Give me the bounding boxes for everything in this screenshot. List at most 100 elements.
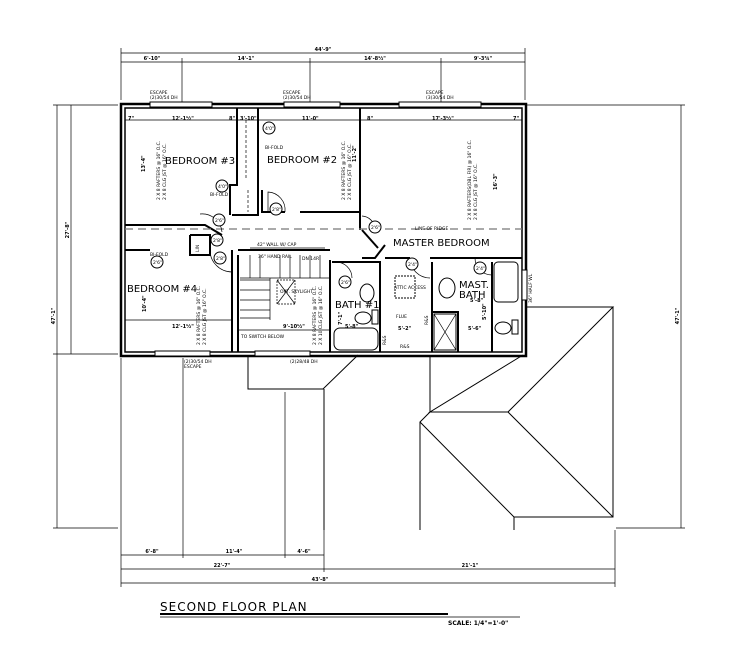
dim-bottom-mid-1: 22'-7": [214, 563, 231, 569]
tub-master-bath: [493, 261, 519, 303]
lower-roof-outline: [247, 306, 615, 530]
room-label-bedroom-4: BEDROOM #4: [127, 284, 197, 295]
dim-mbath-b: 5'-6": [468, 326, 482, 332]
toilet-bath1: [354, 311, 372, 325]
dim-stair-width: 9'-10½": [283, 323, 305, 330]
svg-text:2 X 8 RAFTERS @ 16" O.C.: 2 X 8 RAFTERS @ 16" O.C.: [196, 286, 202, 345]
svg-text:2 X 8 CLG JST @ 16" O.C.: 2 X 8 CLG JST @ 16" O.C.: [347, 143, 353, 200]
room-label-mast-bath-2: BATH: [459, 290, 486, 301]
svg-text:OPT. SKYLIGHT: OPT. SKYLIGHT: [280, 289, 313, 295]
svg-text:2'8": 2'8": [272, 207, 281, 213]
svg-text:2 X 8 RAFTERS @ 16" O.C.: 2 X 8 RAFTERS @ 16" O.C.: [156, 141, 162, 200]
room-label-bedroom-2: BEDROOM #2: [267, 155, 337, 166]
dim-attic-w: 5'-2": [398, 326, 412, 332]
dim-mb-width: 17'-3½": [432, 115, 454, 122]
svg-text:36" HALF WL: 36" HALF WL: [528, 273, 534, 303]
svg-text:ESCAPE: ESCAPE: [150, 90, 168, 96]
dim-bath1-b: 7'-1": [338, 311, 344, 325]
shower: [433, 313, 457, 351]
attic-access-hatch: [394, 275, 416, 299]
dim-bottom-overall: 43'-8": [312, 577, 329, 583]
dim-b3-left: 7": [128, 116, 134, 122]
windows: [149, 101, 528, 357]
svg-text:2 X 8 CLG JST @ 16" O.C.: 2 X 8 CLG JST @ 16" O.C.: [162, 143, 168, 200]
svg-text:(3)30/54 DH: (3)30/54 DH: [426, 95, 454, 101]
svg-text:R&S: R&S: [400, 344, 410, 350]
svg-text:(2)28/48 DH: (2)28/48 DH: [290, 359, 318, 365]
svg-text:BI-FOLD: BI-FOLD: [210, 192, 229, 198]
svg-text:2'4": 2'4": [476, 266, 485, 272]
svg-text:2'8": 2'8": [213, 238, 222, 244]
room-label-bath-1: BATH #1: [335, 300, 379, 311]
svg-text:4'0": 4'0": [265, 126, 274, 132]
drawing-scale: SCALE: 1/4"=1'-0": [448, 620, 508, 627]
room-label-master-bedroom: MASTER BEDROOM: [393, 238, 490, 249]
svg-text:BI-FOLD: BI-FOLD: [150, 252, 169, 258]
dim-bottom-1: 6'-8": [145, 549, 159, 555]
annotations: ESCAPE (2)30/54 DH ESCAPE (2)30/54 DH ES…: [150, 90, 534, 370]
svg-text:ESCAPE: ESCAPE: [184, 364, 202, 370]
dim-top-overall: 44'-9": [315, 47, 332, 53]
dim-bath1-a: 5'-8": [345, 324, 359, 330]
dim-b4-width: 12'-1½": [172, 323, 194, 330]
svg-text:42" WALL W/ CAP: 42" WALL W/ CAP: [257, 242, 297, 248]
dim-b3-width: 12'-1½": [172, 115, 194, 122]
dim-top-2: 14'-1": [238, 56, 255, 62]
dim-bottom-3: 4'-6": [297, 549, 311, 555]
svg-text:(2)30/54 DH: (2)30/54 DH: [184, 359, 212, 365]
svg-text:R&S: R&S: [424, 315, 430, 325]
stairs: [240, 255, 330, 320]
dim-b3-right: 8": [229, 116, 235, 122]
svg-text:2'4": 2'4": [408, 262, 417, 268]
room-label-mast-bath-1: MAST.: [459, 280, 489, 291]
svg-text:2'8": 2'8": [216, 256, 225, 262]
wall-details: [125, 119, 522, 331]
svg-text:36" HAND RAIL: 36" HAND RAIL: [258, 254, 292, 260]
door-tags: 4'0" 4'0" 2'8" 2'6" 2'6" 2'8" 2'8" 2'6" …: [150, 121, 487, 289]
svg-text:ESCAPE: ESCAPE: [283, 90, 301, 96]
svg-text:2'6": 2'6": [153, 260, 162, 266]
svg-text:2 X 8 RAFTERS @ 16" O.C.: 2 X 8 RAFTERS @ 16" O.C.: [312, 286, 318, 345]
sink-master-bath: [438, 277, 456, 299]
dim-top-3: 14'-8½": [364, 55, 386, 62]
plumbing-fixtures: [333, 261, 519, 351]
svg-text:2 X 8 RAFTERS @ 16" O.C.: 2 X 8 RAFTERS @ 16" O.C.: [341, 141, 347, 200]
svg-text:BI-FOLD: BI-FOLD: [265, 145, 284, 151]
drawing-title: SECOND FLOOR PLAN: [160, 600, 308, 614]
dim-b2-width: 11'-0": [302, 116, 319, 122]
dim-b3-depth: 13'-4": [141, 155, 147, 172]
svg-text:ESCAPE: ESCAPE: [426, 90, 444, 96]
interior-walls: [125, 108, 522, 352]
room-label-bedroom-3: BEDROOM #3: [165, 156, 235, 167]
svg-text:DN 14R: DN 14R: [302, 256, 319, 262]
svg-text:2'6": 2'6": [341, 280, 350, 286]
svg-text:(2)30/54 DH: (2)30/54 DH: [150, 95, 178, 101]
dim-b2-depth: 11'-2": [352, 145, 358, 162]
svg-text:2 X 10 CLG JST @ 16" O.C.: 2 X 10 CLG JST @ 16" O.C.: [318, 286, 324, 345]
dim-right-overall: 47'-1": [675, 307, 681, 324]
dim-b4-depth: 10'-4": [142, 295, 148, 312]
svg-text:FLUE: FLUE: [396, 314, 407, 320]
dim-bottom-mid-2: 21'-1": [462, 563, 479, 569]
svg-text:R&S: R&S: [382, 335, 388, 345]
svg-text:(2)30/54 DH: (2)30/54 DH: [283, 95, 311, 101]
svg-text:ATTIC ACCESS: ATTIC ACCESS: [394, 285, 426, 291]
door-swings: [199, 191, 493, 279]
dim-mbath-c: 5'-10": [482, 303, 488, 320]
svg-text:2 X 8 RAFTERS(DBL FIR) @ 16" O: 2 X 8 RAFTERS(DBL FIR) @ 16" O.C.: [467, 140, 473, 220]
svg-text:TO SWITCH BELOW: TO SWITCH BELOW: [240, 334, 285, 340]
dim-mb-right: 7": [513, 116, 519, 122]
dim-top-1: 6'-10": [144, 56, 161, 62]
svg-text:LINE OF RIDGE: LINE OF RIDGE: [415, 226, 448, 232]
svg-text:4'0": 4'0": [218, 184, 227, 190]
dim-mb-depth: 16'-3": [493, 173, 499, 190]
dim-bottom-2: 11'-4": [226, 549, 243, 555]
dim-mb-left: 8": [367, 116, 373, 122]
dim-top-4: 9'-3¾": [474, 56, 493, 62]
svg-text:2'6": 2'6": [215, 218, 224, 224]
svg-text:2'6": 2'6": [371, 225, 380, 231]
sink-bath1: [359, 283, 375, 303]
dim-b2-closet: 3'-10": [240, 116, 257, 122]
svg-text:2 X 8 CLG JST @ 16" O.C.: 2 X 8 CLG JST @ 16" O.C.: [202, 288, 208, 345]
